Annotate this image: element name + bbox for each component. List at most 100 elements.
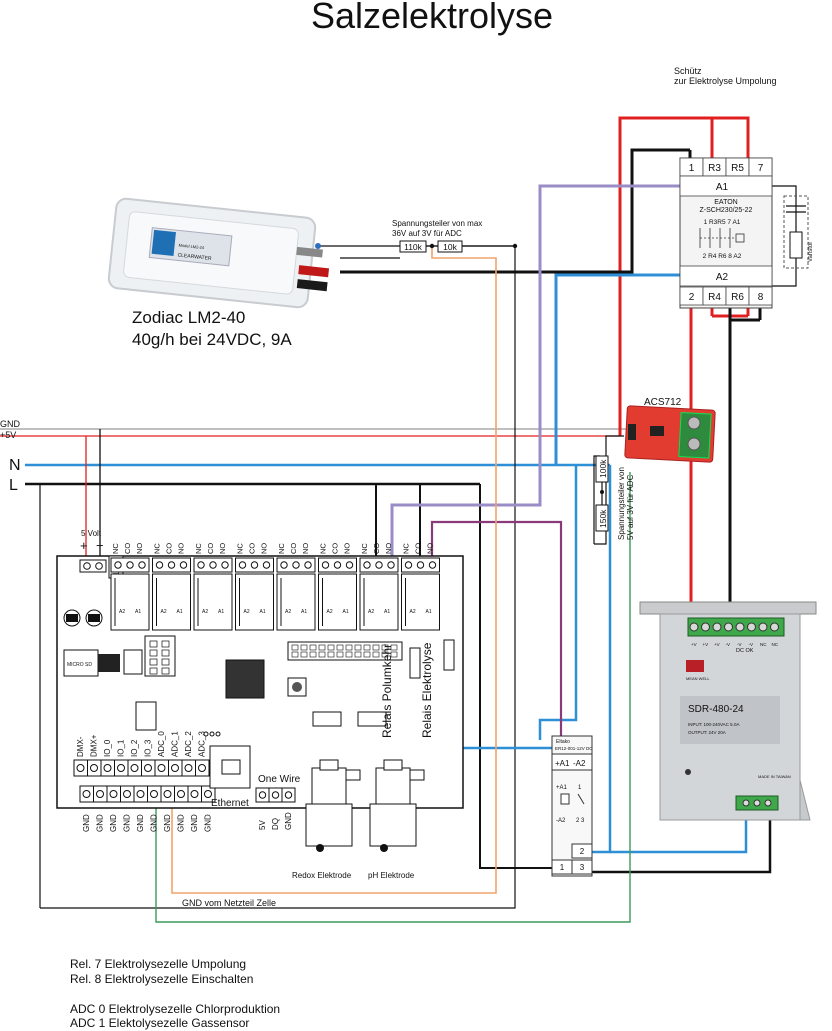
eltako-sym-pin1: 1 [578,785,582,791]
header-pin [318,644,326,651]
relay-body [152,573,191,631]
gnd-terminal [79,785,94,803]
relay-terminal-label: CO [331,543,340,554]
relay-screw [292,561,300,569]
relay-body [235,573,274,631]
relay-terminal-label: CO [372,543,381,554]
contactor-model: Z-SCH230/25-22 [700,207,753,214]
one-wire-screw [258,791,267,799]
one-wire-pin-label: DQ [271,818,280,830]
relay-screw [404,561,413,569]
gnd-label: GND [150,814,159,832]
supply-minus: − [96,538,104,553]
psu-screw [770,622,779,632]
relay-terminal-label: NC [153,543,162,554]
relay-pin-label: A1 [343,609,349,615]
relay-screw [155,561,164,569]
io-terminal [100,759,115,777]
header-pin [291,644,299,651]
relay-pin-label: A1 [301,609,307,615]
psu-terminal-label: NC [760,642,767,647]
supply-label: 5 Volt [81,529,102,538]
contactor-schematic [699,228,745,248]
gnd-terminal [201,785,216,803]
io-screw [130,764,139,772]
divider-top-caption-2: 36V auf 3V für ADC [392,229,462,238]
contactor-a2: A2 [716,272,729,283]
header-pin [318,651,326,658]
relay-terminal-label: CO [165,543,174,554]
one-wire-pin-label: 5V [258,820,267,830]
header-pin [327,651,335,658]
divider-side-caption-2: 5V auf 3V für ADC [626,474,635,540]
divider-top-r2: 10k [443,242,457,252]
relay-screw [209,561,217,569]
one-wire-screw [271,791,280,799]
relay-terminal-label: NO [260,543,269,554]
relay-terminal-label: NO [218,543,227,554]
header-pin [309,644,317,651]
divider-side-r1: 100k [598,459,608,478]
note-line: Rel. 7 Elektrolysezelle Umpolung [70,957,246,971]
relay-terminal-label: NC [402,543,411,554]
psu-terminal-label: -V [726,642,731,647]
io-screw [144,764,152,772]
psu-input: INPUT: 100-240VAC 5.0A [688,722,739,727]
relay-screw [179,561,188,569]
relay-terminal-label: NC [236,543,245,554]
io-screw [198,764,206,772]
voltage-divider-top: Spannungsteiler von max 36V auf 3V für A… [340,219,518,259]
cell-model-text: Model LM2-24 [178,242,205,250]
gnd-label: GND [109,814,118,832]
io-label: DMX+ [90,734,99,757]
header-pin [381,651,389,658]
relay-terminal-block [193,557,233,573]
psu-screw [758,622,768,632]
relay-pin-label: A2 [368,609,374,615]
redox-label: Redox Elektrode [292,871,352,880]
psu-terminal-label: +V [714,642,720,647]
relay-terminal-label: NO [384,543,393,554]
header-pin [390,651,398,658]
relay-terminal-label: NC [360,543,369,554]
cell-label-2: 40g/h bei 24VDC, 9A [132,330,292,349]
relay-terminal-label: NO [177,543,186,554]
relay-screw [416,561,425,569]
relay-pin-label: A1 [218,609,224,615]
header-pin [390,644,398,651]
relay-screw [238,561,247,569]
header-pin [345,644,353,651]
relay-pin-label: A1 [260,609,266,615]
header-pin [161,667,170,675]
relay7-label: Relais Polumkehr [380,644,394,738]
gnd-terminal [106,785,121,803]
io-terminal [87,759,102,777]
header-pin [336,651,344,658]
one-wire-terminal [255,787,270,803]
header-pin [363,651,371,658]
gnd-label: GND [177,814,186,832]
gnd-label: GND [136,814,145,832]
l-label: L [9,477,18,494]
relay-terminal-block [152,557,191,573]
relay-terminal-block [318,557,357,573]
note-line: Rel. 8 Elektrolysezelle Einschalten [70,972,253,986]
header-pin [354,651,362,658]
io-label: ADC_1 [171,731,180,757]
relay-pin-label: A1 [384,609,390,615]
eltako-sym-pins: 2 3 [576,818,585,824]
relay-pin-label: A2 [285,609,291,615]
relay-terminal-block [401,557,440,573]
io-screw [90,764,98,772]
relay-terminal-block [235,557,274,573]
eltako-a2: -A2 [573,759,586,768]
psu-terminal-label: NC [772,642,779,647]
gnd-terminal [174,785,189,803]
io-terminal [114,759,129,777]
relay-terminal-label: CO [289,543,298,554]
io-terminal [181,759,196,777]
relay-terminal-label: NC [194,543,203,554]
divider-side-r2: 150k [598,509,608,528]
header-pin [372,644,380,651]
